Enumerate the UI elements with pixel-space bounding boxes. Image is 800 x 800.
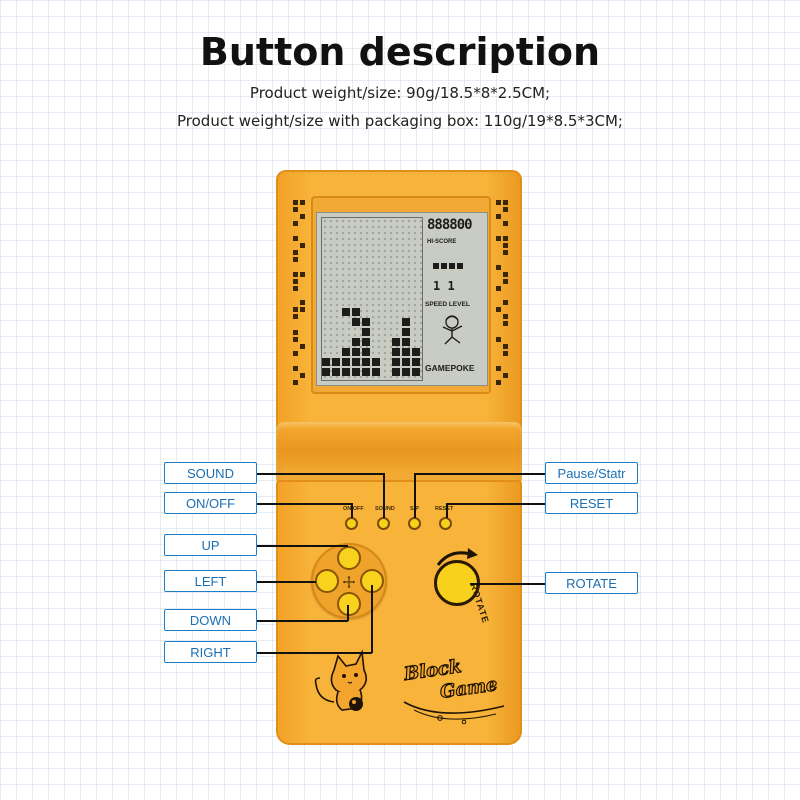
lcd-brand-label: GAMEPOKE (425, 363, 475, 373)
tetris-playfield (321, 217, 423, 381)
dpad-right-button[interactable] (360, 569, 384, 593)
sound-button[interactable] (377, 517, 390, 530)
dpad-left-button[interactable] (315, 569, 339, 593)
reset-button-label: RESET (435, 506, 454, 512)
dpad-center-cross-icon (343, 576, 355, 588)
spec-weight-size-packaging: Product weight/size with packaging box: … (177, 112, 623, 130)
console-hinge (276, 422, 522, 486)
falling-block (342, 308, 350, 316)
lcd-screen: 888800 HI-SCORE 1 1 SPEED LEVEL GAMEPOKE (316, 212, 488, 386)
label-on-off: ON/OFF (164, 492, 257, 514)
label-left: LEFT (164, 570, 257, 592)
spec-weight-size: Product weight/size: 90g/18.5*8*2.5CM; (249, 84, 551, 102)
hi-score-label: HI-SCORE (427, 239, 457, 245)
sound-button-label: SOUND (375, 506, 395, 512)
speed-level-value: 1 1 (433, 279, 455, 293)
falling-block (352, 318, 360, 326)
page-title: Button description (199, 30, 601, 74)
dpad-down-button[interactable] (337, 592, 361, 616)
label-pause-start: Pause/Statr (545, 462, 638, 484)
pause-start-button[interactable] (408, 517, 421, 530)
logo-swoosh-icon (403, 701, 505, 725)
label-sound: SOUND (164, 462, 257, 484)
label-rotate: ROTATE (545, 572, 638, 594)
onoff-button[interactable] (345, 517, 358, 530)
cat-mascot-icon (314, 649, 368, 711)
label-down: DOWN (164, 609, 257, 631)
score-display: 888800 (427, 217, 473, 233)
label-reset: RESET (545, 492, 638, 514)
onoff-button-label: ON/OFF (343, 506, 364, 512)
speed-level-label: SPEED LEVEL (425, 301, 470, 308)
dpad-up-button[interactable] (337, 546, 361, 570)
label-right: RIGHT (164, 641, 257, 663)
rotate-arrow-icon (436, 548, 478, 566)
falling-block (362, 318, 370, 326)
running-mascot-icon (442, 315, 463, 345)
reset-button[interactable] (439, 517, 452, 530)
label-up: UP (164, 534, 257, 556)
falling-block (352, 308, 360, 316)
console-lower-body (276, 480, 522, 745)
